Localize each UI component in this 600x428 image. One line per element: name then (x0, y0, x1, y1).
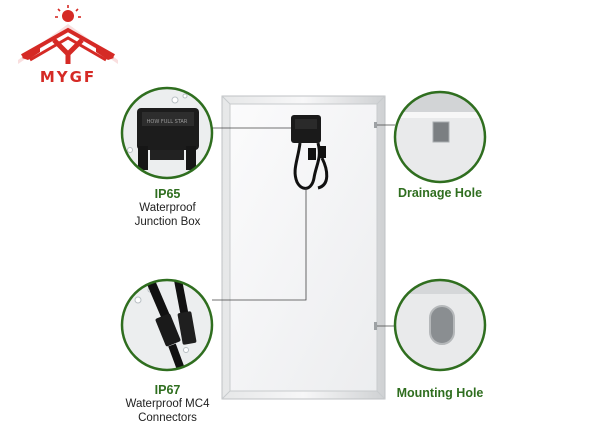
callout-connectors: IP67 Waterproof MC4 Connectors (110, 383, 225, 425)
zoom-junction-box: HOW FULL STAR (120, 86, 214, 180)
solar-panel (221, 95, 386, 400)
drainage-hole-label: Drainage Hole (397, 186, 483, 200)
leader-lines (212, 124, 395, 327)
zoom-drainage-hole (393, 90, 487, 184)
brand-name: MYGF (39, 68, 97, 86)
connectors-line1: Waterproof MC4 (125, 398, 210, 410)
panel-junction-box (291, 115, 329, 190)
connectors-line2: Connectors (138, 412, 197, 424)
zoom-connectors (120, 278, 214, 372)
junction-box-line1: Waterproof (139, 202, 196, 214)
callout-junction-box: IP65 Waterproof Junction Box (115, 187, 220, 229)
connectors-rating: IP67 (154, 383, 181, 397)
mygf-logo (18, 5, 118, 64)
mounting-hole-label: Mounting Hole (396, 386, 484, 400)
junction-box-line2: Junction Box (134, 216, 201, 228)
zoom-mounting-hole (393, 278, 487, 372)
junction-box-rating: IP65 (154, 187, 181, 201)
junction-box-marking: HOW FULL STAR (147, 119, 188, 125)
